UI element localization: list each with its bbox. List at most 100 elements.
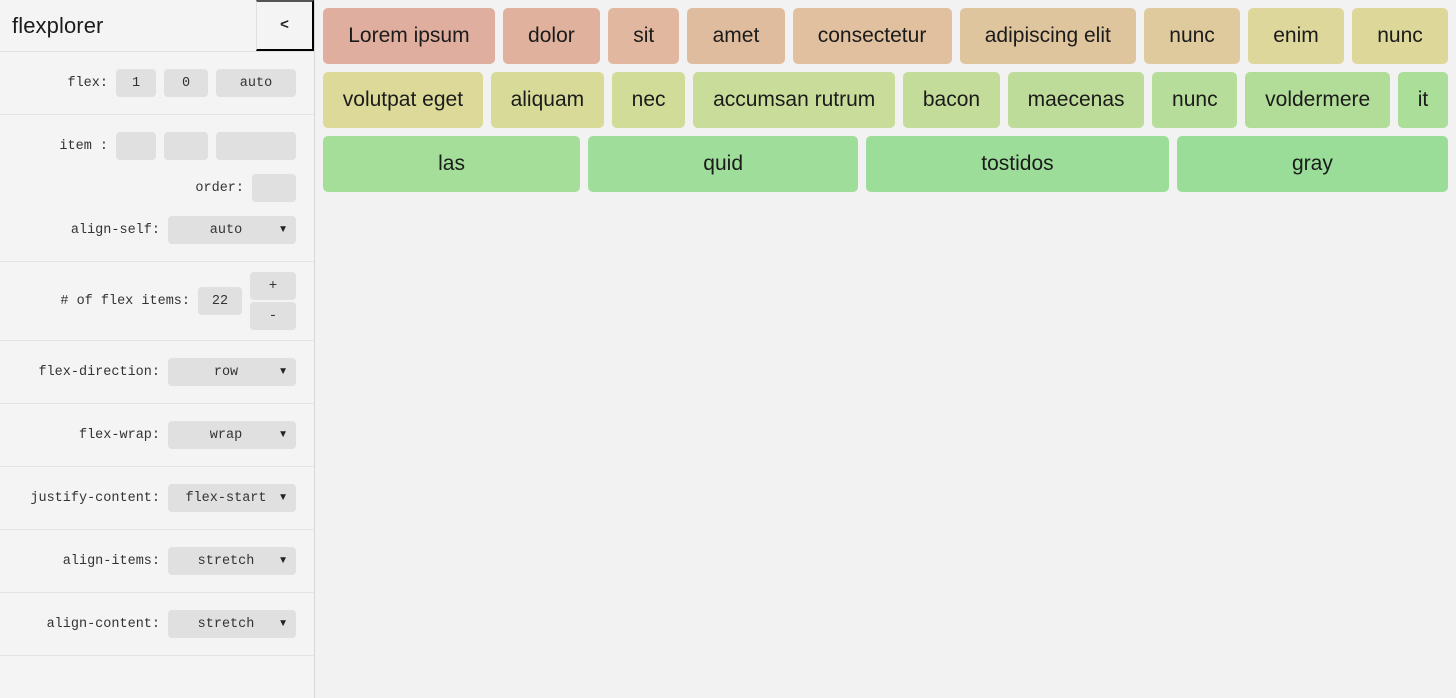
item-label: item :: [59, 138, 108, 154]
flex-item[interactable]: volutpat eget: [323, 72, 483, 128]
flex-item[interactable]: tostidos: [866, 136, 1169, 192]
flex-item[interactable]: Lorem ipsum: [323, 8, 495, 64]
flex-item-label: bacon: [922, 88, 981, 111]
flex-item[interactable]: bacon: [903, 72, 1000, 128]
flex-item-count-label: # of flex items:: [60, 293, 190, 309]
flex-item-label: accumsan rutrum: [713, 88, 876, 111]
flex-item-label: enim: [1273, 24, 1319, 47]
item-dimensions-row: item :: [0, 125, 296, 167]
align-content-row: align-content: stretchflex-startflex-end…: [0, 603, 296, 645]
flex-direction-label: flex-direction:: [38, 364, 160, 380]
align-content-select[interactable]: stretchflex-startflex-endcenterspace-bet…: [168, 610, 296, 638]
justify-content-label: justify-content:: [30, 490, 160, 506]
flex-item-label: aliquam: [510, 88, 585, 111]
flex-item[interactable]: amet: [687, 8, 785, 64]
flex-item-label: nunc: [1172, 88, 1218, 111]
flex-canvas: Lorem ipsum dolor sit amet consectetur adipis…: [315, 0, 1456, 698]
flex-direction-row: flex-direction: rowrow-reversecolumncolu…: [0, 351, 296, 393]
align-content-label: align-content:: [46, 616, 160, 632]
flex-item[interactable]: nunc: [1152, 72, 1238, 128]
sidebar-header: flexplorer <: [0, 0, 314, 52]
flex-item[interactable]: nunc: [1144, 8, 1241, 64]
flex-item-label: tostidos: [981, 152, 1054, 175]
section-item-count: # of flex items: + -: [0, 262, 314, 341]
flex-item[interactable]: dolor: [502, 8, 600, 64]
flex-item-label: dolor: [528, 24, 575, 47]
flex-wrap-row: flex-wrap: nowrapwrapwrap-reverse ▼: [0, 414, 296, 456]
justify-content-row: justify-content: flex-startflex-endcente…: [0, 477, 296, 519]
flex-item-label: consectetur: [817, 24, 927, 47]
justify-content-select-wrap: flex-startflex-endcenterspace-betweenspa…: [168, 484, 296, 512]
flex-direction-select-wrap: rowrow-reversecolumncolumn-reverse ▼: [168, 358, 296, 386]
flex-wrap-select-wrap: nowrapwrapwrap-reverse ▼: [168, 421, 296, 449]
section-justify-content: justify-content: flex-startflex-endcente…: [0, 467, 314, 530]
decrement-button[interactable]: -: [250, 302, 296, 330]
flex-item-label: sit: [633, 24, 655, 47]
flex-item[interactable]: adipiscing elit: [959, 8, 1137, 64]
flex-item[interactable]: sit: [607, 8, 680, 64]
align-items-row: align-items: stretchflex-startflex-endce…: [0, 540, 296, 582]
flex-item-label: nunc: [1169, 24, 1215, 47]
flex-item[interactable]: it: [1397, 72, 1449, 128]
item-height-input[interactable]: [164, 132, 208, 160]
align-items-select-wrap: stretchflex-startflex-endcenterbaseline …: [168, 547, 296, 575]
flex-label: flex:: [67, 75, 108, 91]
align-self-select[interactable]: autoflex-startflex-endcenterbaselinestre…: [168, 216, 296, 244]
align-self-select-wrap: autoflex-startflex-endcenterbaselinestre…: [168, 216, 296, 244]
flex-grow-input[interactable]: [116, 69, 156, 97]
flex-direction-select[interactable]: rowrow-reversecolumncolumn-reverse: [168, 358, 296, 386]
flex-item[interactable]: accumsan rutrum: [693, 72, 896, 128]
align-items-label: align-items:: [62, 553, 160, 569]
flex-item-label: quid: [703, 152, 743, 175]
flex-item-label: volutpat eget: [342, 88, 464, 111]
section-flex-direction: flex-direction: rowrow-reversecolumncolu…: [0, 341, 314, 404]
flex-item[interactable]: nunc: [1352, 8, 1448, 64]
align-self-label: align-self:: [70, 222, 160, 238]
order-label: order:: [195, 180, 244, 196]
flex-item-label: nec: [631, 88, 666, 111]
flex-item-count-stepper: + -: [250, 272, 296, 330]
flex-item-label: voldermere: [1265, 88, 1371, 111]
section-flex-wrap: flex-wrap: nowrapwrapwrap-reverse ▼: [0, 404, 314, 467]
flex-item[interactable]: quid: [588, 136, 859, 192]
flex-item[interactable]: voldermere: [1245, 72, 1390, 128]
flex-item-count-row: # of flex items: + -: [0, 272, 296, 330]
flex-item-label: Lorem ipsum: [348, 24, 470, 47]
justify-content-select[interactable]: flex-startflex-endcenterspace-betweenspa…: [168, 484, 296, 512]
flex-item[interactable]: maecenas: [1007, 72, 1145, 128]
sidebar: flexplorer < flex: item : order:: [0, 0, 315, 698]
flex-item-label: gray: [1291, 152, 1333, 175]
flex-item-label: nunc: [1377, 24, 1423, 47]
flex-item-label: amet: [712, 24, 760, 47]
flex-item[interactable]: enim: [1248, 8, 1344, 64]
flex-item-label: maecenas: [1027, 88, 1125, 111]
flex-item[interactable]: gray: [1176, 136, 1448, 192]
flex-item-label: it: [1417, 88, 1429, 111]
flex-item[interactable]: aliquam: [490, 72, 604, 128]
flex-shrink-input[interactable]: [164, 69, 208, 97]
flex-item[interactable]: las: [323, 136, 581, 192]
increment-button[interactable]: +: [250, 272, 296, 300]
flex-container: Lorem ipsum dolor sit amet consectetur adipis…: [323, 8, 1449, 192]
order-row: order:: [0, 167, 296, 209]
section-align-content: align-content: stretchflex-startflex-end…: [0, 593, 314, 656]
item-width-input[interactable]: [116, 132, 156, 160]
align-content-select-wrap: stretchflex-startflex-endcenterspace-bet…: [168, 610, 296, 638]
flex-wrap-select[interactable]: nowrapwrapwrap-reverse: [168, 421, 296, 449]
flex-basis-input[interactable]: [216, 69, 296, 97]
item-extra-input[interactable]: [216, 132, 296, 160]
order-input[interactable]: [252, 174, 296, 202]
align-self-row: align-self: autoflex-startflex-endcenter…: [0, 209, 296, 251]
flex-item[interactable]: consectetur: [792, 8, 952, 64]
align-items-select[interactable]: stretchflex-startflex-endcenterbaseline: [168, 547, 296, 575]
section-align-items: align-items: stretchflex-startflex-endce…: [0, 530, 314, 593]
chevron-left-icon[interactable]: <: [256, 0, 314, 51]
flex-item[interactable]: nec: [611, 72, 686, 128]
section-flex-shorthand: flex:: [0, 52, 314, 115]
page-title: flexplorer: [12, 12, 104, 38]
flex-item-count-input[interactable]: [198, 287, 242, 315]
flex-wrap-label: flex-wrap:: [78, 427, 160, 443]
flex-item-label: adipiscing elit: [984, 24, 1111, 47]
section-item-properties: item : order: align-self: autoflex-start…: [0, 115, 314, 262]
